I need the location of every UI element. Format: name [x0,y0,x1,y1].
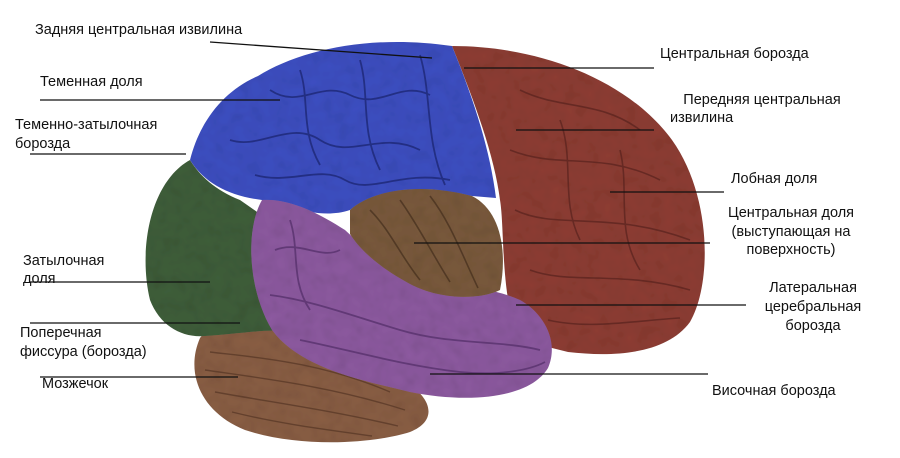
label-transverse-fissure-line1: Поперечная [20,325,102,341]
label-frontal-lobe: Лобная доля [731,171,818,187]
label-transverse-fissure-line2: фиссура (борозда) [20,344,147,360]
frontal-gyri [509,89,691,326]
leader-lines [30,41,746,378]
insula-gyri [369,195,479,289]
label-parietal-lobe: Теменная доля [40,74,143,90]
label-posterior-central-gyrus: Задняя центральная извилина [35,22,243,38]
occipital-lobe-region [145,160,286,337]
label-central-lobe-line2: (выступающая на [731,224,851,240]
frontal-lobe-region [452,46,705,355]
label-anterior-central-gyrus-line1: Передняя центральная [683,92,841,108]
label-lateral-sulcus-line3: борозда [785,318,841,334]
label-central-sulcus: Центральная борозда [660,46,809,62]
parietal-gyri [229,54,451,186]
temporal-lobe-region [251,199,552,398]
label-temporal-sulcus: Височная борозда [712,383,836,399]
label-central-lobe-line1: Центральная доля [727,205,855,221]
label-occipital-lobe-line1: Затылочная [23,253,105,269]
label-cerebellum: Мозжечок [42,376,109,392]
label-lateral-sulcus-line2: церебральная [764,299,862,315]
leader-posterior-central-gyrus [209,41,433,59]
label-parieto-occipital-sulcus-line1: Теменно-затылочная [15,117,158,133]
label-lateral-sulcus-line1: Латеральная [769,280,857,296]
temporal-gyri [269,219,546,375]
label-central-lobe-line3: поверхность) [746,242,836,258]
cerebellum-region [194,325,429,443]
cerebellum-folia [204,351,406,437]
parietal-lobe-region [190,41,496,214]
label-occipital-lobe-line2: доля [23,271,56,287]
label-parieto-occipital-sulcus-line2: борозда [15,136,71,152]
label-anterior-central-gyrus-line2: извилина [670,110,734,126]
